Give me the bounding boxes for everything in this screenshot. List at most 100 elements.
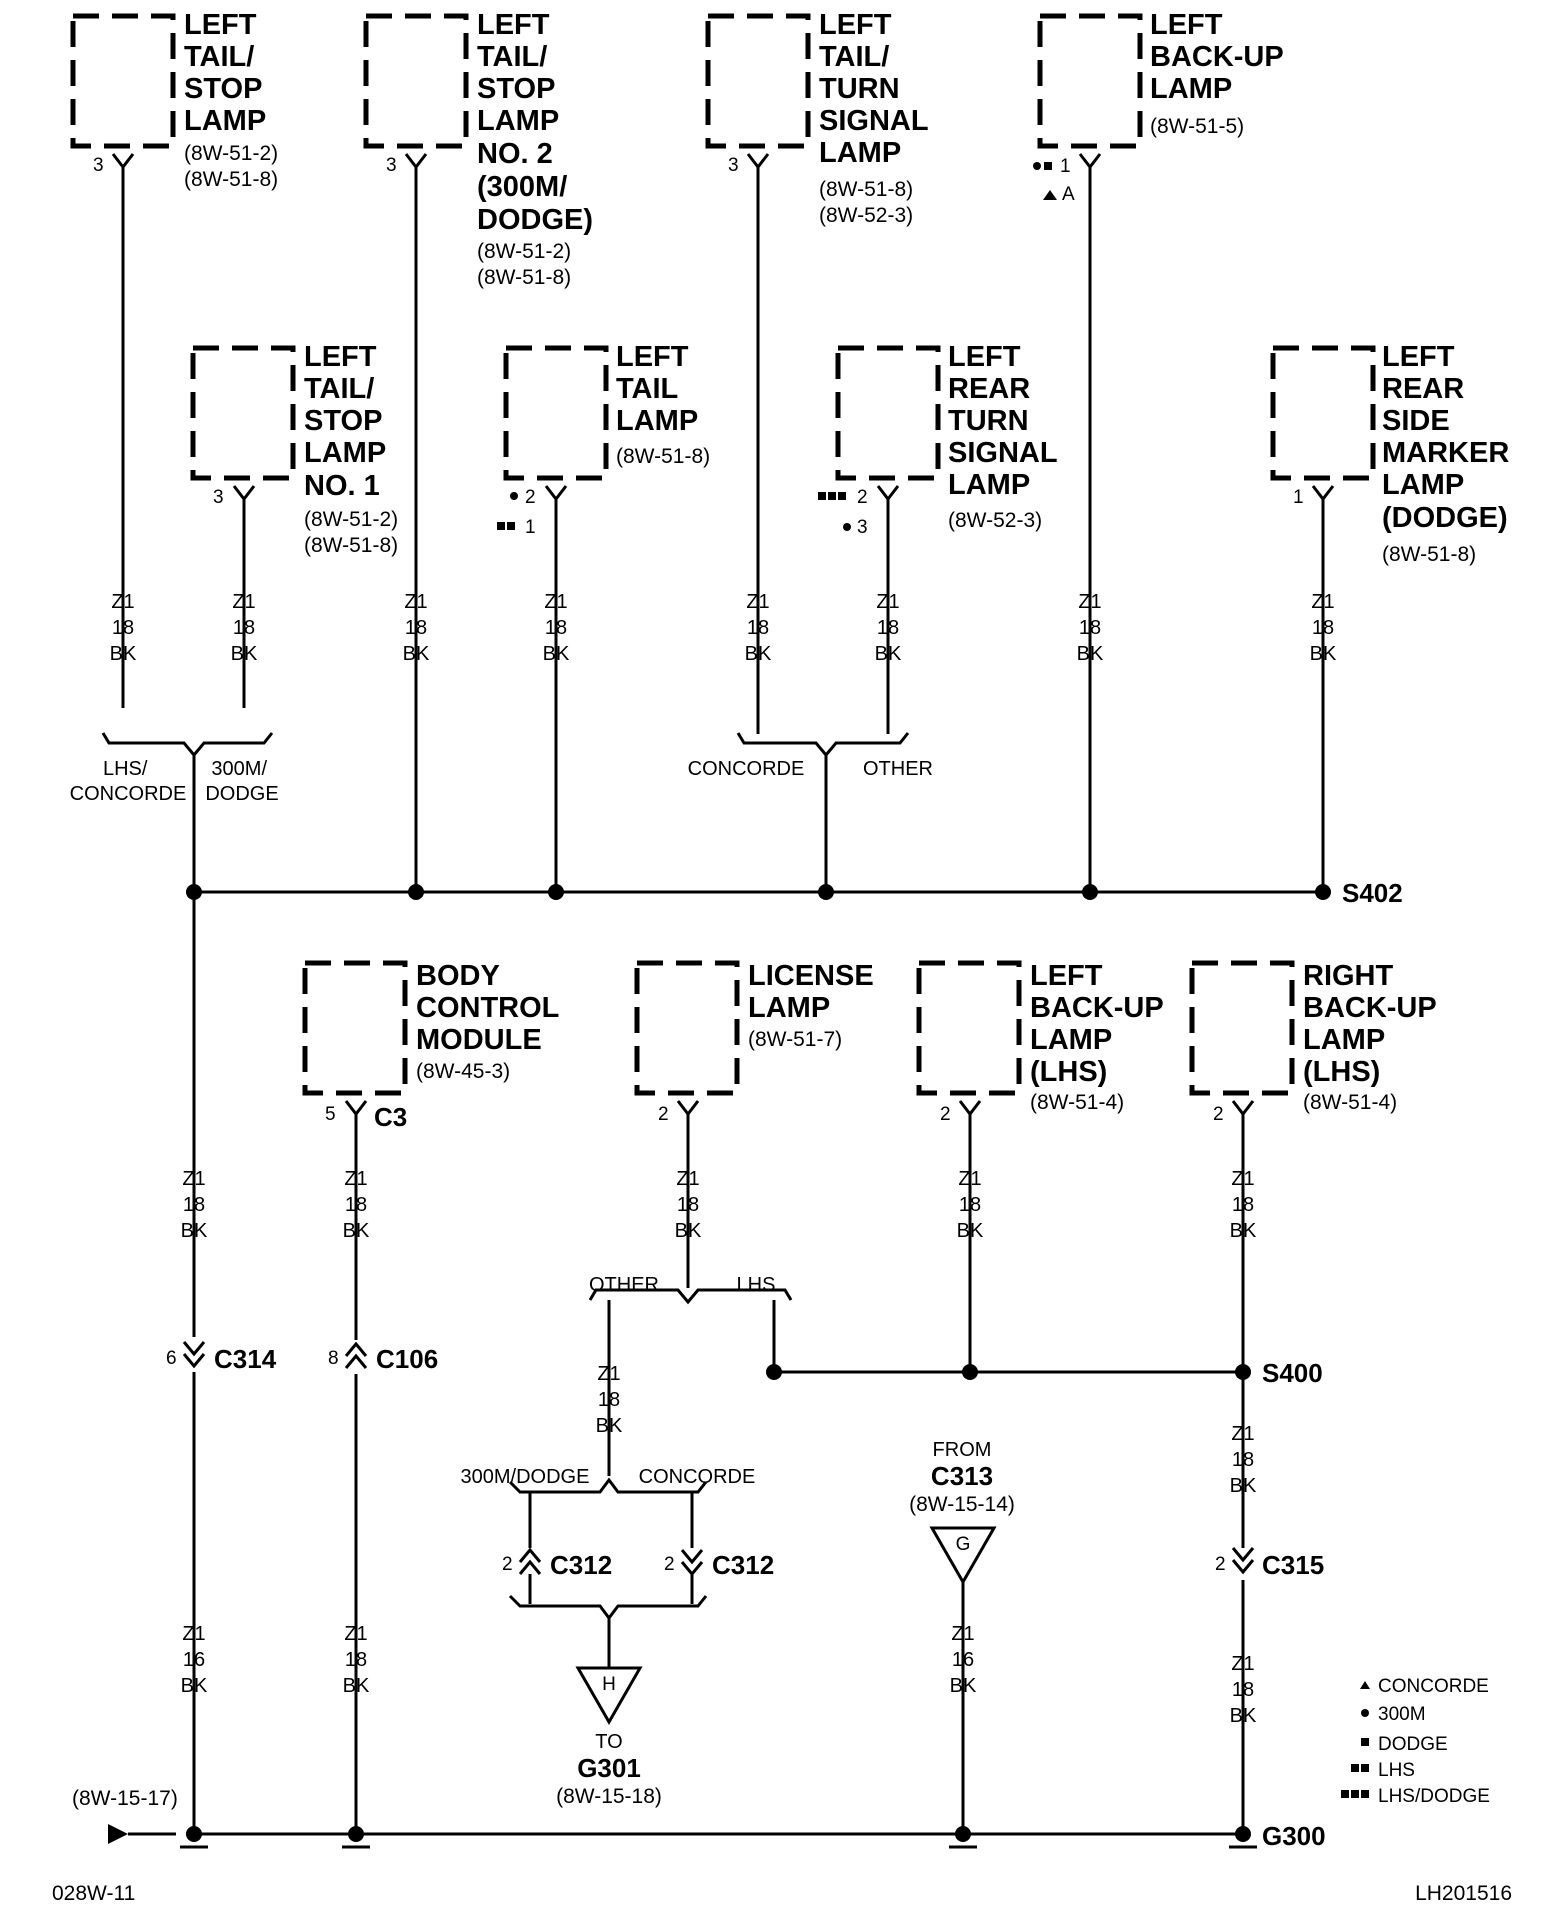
svg-text:Z1: Z1 <box>544 591 567 613</box>
svg-text:BK: BK <box>110 643 137 665</box>
cond-lhs-concorde: LHS/ CONCORDE <box>70 758 187 805</box>
svg-text:18: 18 <box>677 1194 699 1216</box>
brace-other-lhs <box>588 1288 793 1426</box>
svg-text:Z1: Z1 <box>746 591 769 613</box>
wire-left-back-up-lhs <box>958 1100 982 1372</box>
svg-text:Z1: Z1 <box>344 1168 367 1190</box>
legend-item-lhs-dodge: LHS/DODGE <box>1378 1786 1490 1807</box>
ground-g300-label: G300 <box>1262 1821 1326 1851</box>
svg-text:18: 18 <box>345 1194 367 1216</box>
cond-other-top: OTHER <box>863 758 933 780</box>
component-box-left-rear-turn-signal-lamp <box>835 345 941 481</box>
connector-c312-left: C312 <box>550 1550 612 1580</box>
pin-left-back-up-lamp-a: A <box>1062 184 1075 205</box>
cond-other-bottom: OTHER <box>589 1274 659 1296</box>
svg-text:BK: BK <box>875 643 902 665</box>
marker-rear-turn-pin2-lhs-dodge <box>818 492 846 500</box>
wire-left-tail-stop-lamp-no2 <box>404 153 428 888</box>
svg-text:18: 18 <box>1312 617 1334 639</box>
refs-left-back-up-lamp-lhs: (8W-51-4) <box>1030 1091 1124 1114</box>
svg-text:BK: BK <box>1230 1475 1257 1497</box>
component-box-left-tail-stop-lamp <box>70 13 176 149</box>
brace-c312-join <box>508 1594 708 1668</box>
svg-text:BK: BK <box>950 1675 977 1697</box>
svg-text:Z1: Z1 <box>232 591 255 613</box>
refs-left-tail-stop-lamp-no1: (8W-51-2) (8W-51-8) <box>304 508 404 557</box>
ground-letter-g: G <box>956 1534 971 1555</box>
wire-license-lamp <box>676 1100 700 1288</box>
pin-left-back-up-lamp-lhs: 2 <box>940 1104 951 1125</box>
svg-text:18: 18 <box>545 617 567 639</box>
refs-body-control-module: (8W-45-3) <box>416 1060 510 1083</box>
svg-text:BK: BK <box>675 1220 702 1242</box>
brace-concorde-other <box>736 732 910 888</box>
svg-text:Z1: Z1 <box>958 1168 981 1190</box>
pin-c312-left: 2 <box>502 1554 513 1575</box>
cond-300m-dodge-bottom: 300M/DODGE <box>461 1466 590 1488</box>
pin-license-lamp: 2 <box>658 1104 669 1125</box>
footer-right-code: LH201516 <box>1415 1882 1512 1905</box>
svg-text:BK: BK <box>745 643 772 665</box>
legend-item-300m: 300M <box>1378 1704 1426 1725</box>
pin-left-rear-turn-signal-lamp-2: 2 <box>857 487 868 508</box>
ground-letter-h: H <box>602 1674 616 1695</box>
refs-left-tail-turn-signal-lamp: (8W-51-8) (8W-52-3) <box>819 178 919 227</box>
svg-text:BK: BK <box>231 643 258 665</box>
legend-two-squares-icon <box>1351 1764 1369 1772</box>
splice-dots-s400 <box>766 1364 1251 1380</box>
incoming-arrow-icon <box>108 1824 128 1844</box>
refs-left-tail-stop-lamp: (8W-51-2) (8W-51-8) <box>184 142 284 191</box>
component-box-license-lamp <box>634 960 740 1096</box>
component-box-body-control-module <box>302 960 408 1096</box>
connector-symbol-c314 <box>182 1341 206 1369</box>
pin-left-rear-turn-signal-lamp-3: 3 <box>857 517 868 538</box>
wire-left-rear-turn-signal-lamp <box>876 485 900 734</box>
svg-text:18: 18 <box>747 617 769 639</box>
wire-left-rear-side-marker-lamp <box>1311 485 1335 888</box>
component-box-left-rear-side-marker-lamp <box>1270 345 1376 481</box>
svg-text:18: 18 <box>1079 617 1101 639</box>
connector-symbol-c106 <box>344 1341 368 1369</box>
svg-text:Z1: Z1 <box>1231 1168 1254 1190</box>
svg-text:Z1: Z1 <box>951 1623 974 1645</box>
title-left-tail-lamp: LEFT TAIL LAMP <box>616 341 698 437</box>
svg-text:BK: BK <box>343 1220 370 1242</box>
pin-left-tail-stop-lamp-no2: 3 <box>386 155 397 176</box>
pin-c314: 6 <box>166 1348 177 1369</box>
svg-text:18: 18 <box>112 617 134 639</box>
refs-right-back-up-lamp-lhs: (8W-51-4) <box>1303 1091 1397 1114</box>
legend-square-icon <box>1361 1738 1369 1746</box>
brace-300m-dodge-concorde <box>508 1477 708 1548</box>
cond-concorde-bottom: CONCORDE <box>639 1466 756 1488</box>
ground-g301-ref: (8W-15-18) <box>556 1785 662 1808</box>
title-left-tail-stop-lamp-no2: LEFT TAIL/ STOP LAMP NO. 2 (300M/ DODGE) <box>477 9 593 236</box>
title-left-back-up-lamp-top: LEFT BACK-UP LAMP <box>1150 9 1291 105</box>
svg-text:BK: BK <box>343 1675 370 1697</box>
svg-text:Z1: Z1 <box>1231 1653 1254 1675</box>
brace-lhs-concorde-300m-dodge <box>101 732 274 888</box>
pin-left-tail-stop-lamp: 3 <box>93 155 104 176</box>
svg-text:Z1: Z1 <box>1231 1423 1254 1445</box>
connector-symbol-c312-left <box>518 1547 542 1604</box>
splice-label-s400: S400 <box>1262 1358 1323 1388</box>
wire-left-tail-turn-signal-lamp <box>746 153 770 734</box>
pin-left-tail-lamp-2: 2 <box>525 487 536 508</box>
svg-text:BK: BK <box>1310 643 1337 665</box>
svg-text:16: 16 <box>183 1649 205 1671</box>
svg-text:BK: BK <box>1077 643 1104 665</box>
pin-left-back-up-lamp-1: 1 <box>1060 156 1071 177</box>
marker-back-up-pin1-300m-dodge <box>1033 162 1052 170</box>
component-box-left-tail-turn-signal-lamp <box>705 13 811 149</box>
connector-c315: C315 <box>1262 1550 1324 1580</box>
cond-concorde-top: CONCORDE <box>688 758 805 780</box>
svg-text:BK: BK <box>1230 1705 1257 1727</box>
wire-bcm-to-c106 <box>344 1100 368 1830</box>
refs-left-rear-side-marker-lamp: (8W-51-8) <box>1382 543 1476 566</box>
pin-right-back-up-lamp-lhs: 2 <box>1213 1104 1224 1125</box>
title-left-tail-stop-lamp-no1: LEFT TAIL/ STOP LAMP NO. 1 <box>304 341 394 502</box>
pin-c315: 2 <box>1215 1554 1226 1575</box>
svg-text:Z1: Z1 <box>1311 591 1334 613</box>
